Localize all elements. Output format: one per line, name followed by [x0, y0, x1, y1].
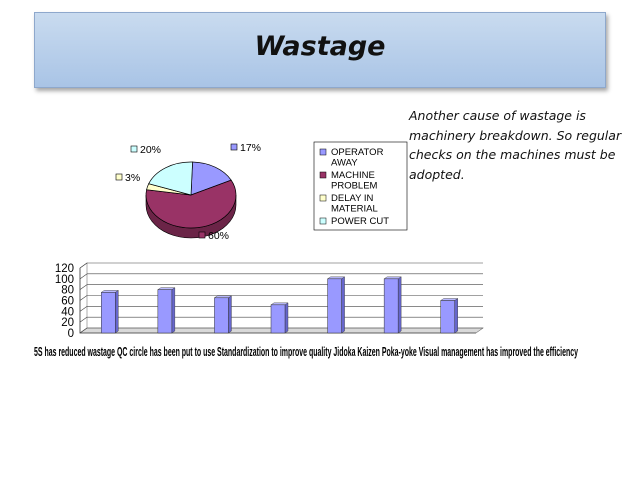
- legend-swatch: [319, 217, 327, 225]
- bar-side: [228, 295, 232, 334]
- bar-top: [326, 276, 346, 280]
- slide-note: Another cause of wastage is machinery br…: [409, 108, 622, 182]
- bar-top: [213, 295, 233, 298]
- pie-slice: [148, 161, 193, 196]
- bar-side: [171, 287, 176, 334]
- pie-data-label: 17%: [240, 142, 261, 154]
- legend-swatch: [319, 194, 327, 202]
- pie-slice: [145, 179, 237, 229]
- grid-diagonal: [79, 284, 88, 290]
- bar-top: [157, 287, 176, 290]
- grid-diagonal: [79, 273, 88, 280]
- bar: [440, 300, 455, 334]
- bar-side: [454, 298, 458, 334]
- pie-data-label: 60%: [208, 230, 229, 242]
- bar-top: [270, 302, 289, 306]
- bar-top: [440, 298, 459, 301]
- bar: [214, 297, 229, 334]
- y-tick-label: 0: [68, 328, 74, 340]
- grid-diagonal: [79, 306, 88, 312]
- pie-label-swatch: [230, 143, 238, 151]
- pie-label-swatch: [130, 145, 138, 153]
- grid-diagonal: [79, 262, 88, 269]
- y-tick-label: 60: [61, 296, 74, 308]
- bar-side: [284, 302, 289, 334]
- grid-diagonal: [79, 327, 88, 334]
- pie-data-label: 3%: [125, 172, 140, 184]
- pie-legend-box: [313, 141, 408, 231]
- legend-swatch: [319, 148, 327, 156]
- pie-label-swatch: [115, 173, 123, 181]
- bar: [101, 292, 116, 334]
- bar-top: [383, 276, 402, 280]
- bar-top: [100, 290, 119, 293]
- legend-swatch: [319, 171, 327, 179]
- slide-title: Wastage: [254, 31, 386, 62]
- x-category-labels: 5S has reduced wastage QC circle has bee…: [34, 345, 578, 359]
- bar-side: [115, 290, 119, 334]
- pie-slice: [190, 161, 232, 196]
- y-tick-label: 100: [55, 274, 74, 286]
- bar-side: [397, 276, 402, 334]
- bar-side: [341, 276, 345, 334]
- title-bar: Wastage: [34, 12, 606, 88]
- bar: [157, 289, 173, 334]
- y-tick-label: 40: [61, 306, 74, 318]
- y-tick-label: 80: [61, 285, 74, 297]
- y-tick-label: 20: [61, 317, 74, 329]
- y-tick-label: 120: [55, 263, 74, 275]
- grid-diagonal: [79, 316, 88, 323]
- bar: [383, 278, 399, 334]
- bar: [270, 304, 286, 334]
- legend-entry: POWER CUT: [331, 216, 389, 227]
- grid-diagonal: [79, 295, 88, 301]
- pie-label-swatch: [198, 231, 206, 239]
- pie-data-label: 20%: [140, 144, 161, 156]
- bar: [327, 278, 342, 334]
